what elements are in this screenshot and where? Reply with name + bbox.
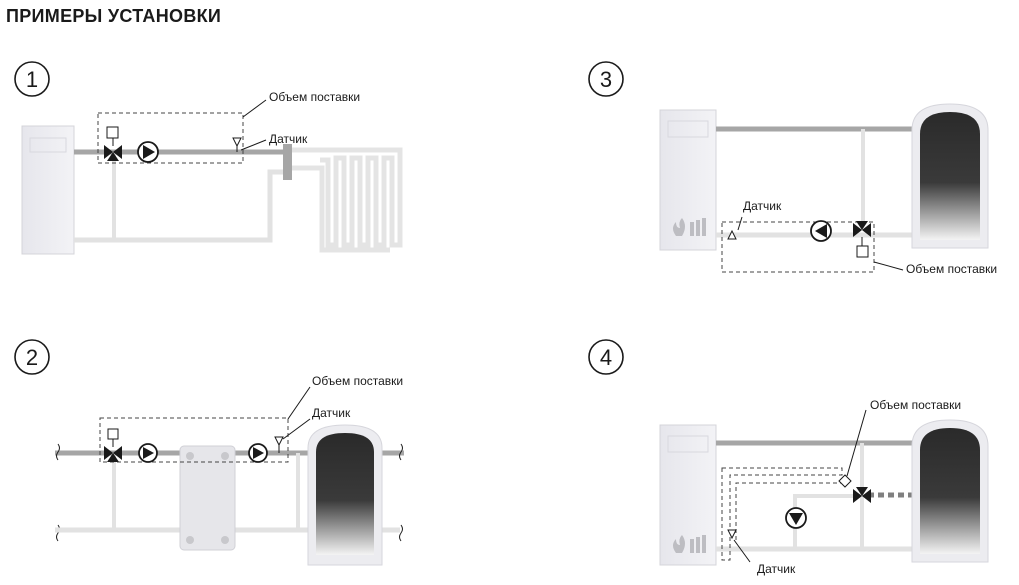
pump-icon — [810, 220, 832, 242]
storage-tank — [307, 424, 383, 566]
supply-scope-box — [721, 467, 843, 561]
sensor-icon — [727, 529, 737, 540]
sensor-label: Датчик — [743, 199, 782, 213]
three-way-valve-icon — [104, 145, 122, 161]
actuator-icon — [106, 126, 119, 139]
supply-scope-label: Объем поставки — [312, 374, 403, 388]
sensor-label: Датчик — [312, 406, 351, 420]
underfloor-coils — [292, 147, 403, 253]
supply-scope-box — [99, 417, 289, 463]
supply-scope-label: Объем поставки — [870, 398, 961, 412]
scheme-number: 4 — [600, 345, 612, 370]
supply-scope-box — [721, 221, 875, 273]
return-pipe — [74, 152, 285, 243]
sensor-icon — [727, 229, 737, 240]
pump-icon — [248, 443, 268, 463]
scheme-2: 2 — [14, 339, 404, 566]
supply-scope-label: Объем поставки — [906, 262, 997, 276]
pump-icon — [137, 141, 159, 163]
actuator-icon — [107, 428, 119, 440]
sensor-icon — [274, 436, 284, 453]
three-way-valve-icon — [104, 446, 122, 462]
three-way-valve-icon — [853, 221, 871, 237]
actuator-icon — [838, 474, 852, 488]
storage-tank — [911, 419, 989, 563]
scheme-number-badge: 4 — [588, 339, 624, 375]
boiler — [659, 109, 717, 251]
scheme-number-badge: 2 — [14, 339, 50, 375]
boiler — [21, 125, 75, 255]
scheme-1: 1 — [14, 61, 403, 255]
sensor-icon — [232, 137, 242, 152]
page-title: ПРИМЕРЫ УСТАНОВКИ — [6, 6, 222, 26]
flame-icon — [673, 218, 706, 236]
boiler — [659, 424, 717, 566]
scheme-4: 4 — [588, 339, 989, 576]
pump-icon — [138, 443, 158, 463]
supply-scope-label: Объем поставки — [269, 90, 360, 104]
pipe-break-marks — [56, 443, 403, 542]
scheme-number-badge: 1 — [14, 61, 50, 97]
pump-icon — [785, 507, 807, 529]
sensor-label: Датчик — [269, 132, 308, 146]
scheme-number-badge: 3 — [588, 61, 624, 97]
storage-tank — [911, 103, 989, 249]
actuator-icon — [856, 245, 869, 258]
heat-exchanger — [179, 445, 236, 551]
supply-scope-box — [97, 112, 244, 164]
three-way-valve-icon — [853, 487, 871, 503]
scheme-3: 3 — [588, 61, 997, 276]
scheme-number: 3 — [600, 67, 612, 92]
sensor-label: Датчик — [757, 562, 796, 576]
scheme-number: 1 — [26, 67, 38, 92]
flame-icon — [673, 535, 706, 553]
manifold — [283, 144, 292, 180]
scheme-number: 2 — [26, 345, 38, 370]
